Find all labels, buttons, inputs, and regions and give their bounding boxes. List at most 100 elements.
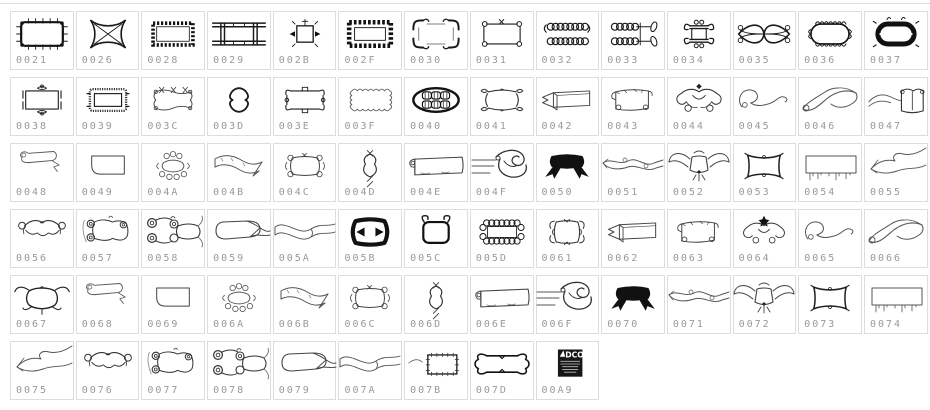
glyph-cell-006E: 006E	[469, 275, 534, 334]
glyph-code-label: 004C	[278, 187, 311, 198]
glyph-code-label: 0039	[81, 121, 114, 132]
winged-banner-glyph	[668, 144, 730, 188]
curvy-cartouche-glyph	[471, 78, 533, 122]
glyph-cell-0064: 0064	[732, 209, 797, 268]
glyph-code-label: 0056	[16, 253, 49, 264]
glyph-code-label: 004A	[147, 187, 180, 198]
ribbon-banner-glyph	[537, 78, 599, 122]
long-scroll-glyph	[471, 276, 533, 320]
horn-banner-glyph	[536, 276, 599, 320]
horned-cartouche-glyph	[11, 276, 73, 320]
glyph-cell-0059: 0059	[207, 209, 271, 268]
xo-lace-frame-glyph	[142, 78, 204, 122]
bold-cartouche-glyph	[339, 210, 401, 254]
glyph-code-label: 0029	[213, 55, 246, 66]
glyph-cell-0050: 0050	[535, 143, 600, 202]
glyph-cell-0035: 0035	[732, 11, 797, 70]
mini-scroll-frame-glyph	[668, 12, 730, 56]
glyph-cell-006C: 006C	[338, 275, 403, 334]
small-curl-banner-glyph	[77, 276, 139, 320]
hook-frame-glyph	[274, 78, 336, 122]
glyph-code-label: 0067	[16, 319, 49, 330]
coil-border-rect-glyph	[471, 210, 533, 254]
glyph-cell-005B: 005B	[338, 209, 403, 268]
glyph-cell-004F: 004F	[469, 143, 534, 202]
concave-frame-glyph	[734, 144, 796, 188]
curly-scroll-glyph	[799, 210, 861, 254]
glyph-cell-0040: 0040	[404, 77, 468, 136]
glyph-code-label: 002F	[344, 55, 377, 66]
glyph-cell-0074: 0074	[863, 275, 928, 334]
glyph-code-label: 005A	[278, 253, 311, 264]
glyph-code-label: 0031	[475, 55, 508, 66]
glyph-cell-006B: 006B	[272, 275, 337, 334]
wave-banner-glyph	[274, 210, 336, 254]
glyph-code-label: 0063	[672, 253, 705, 264]
glyph-code-label: 0079	[278, 385, 311, 396]
glyph-code-label: 0028	[147, 55, 180, 66]
glyph-code-label: 0074	[869, 319, 903, 330]
curly-scroll-glyph	[734, 78, 796, 122]
glyph-cell-0048: 0048	[10, 143, 74, 202]
glyph-cell-0067: 0067	[10, 275, 74, 334]
glyph-code-label: 0053	[738, 187, 771, 198]
glyph-cell-0052: 0052	[666, 143, 731, 202]
curl-frame-glyph	[11, 78, 73, 122]
glyph-code-label: 007B	[410, 385, 443, 396]
foundry-logo-glyph: DCO	[537, 342, 599, 386]
glyph-code-label: 0073	[804, 319, 837, 330]
glyph-cell-0030: 0030	[404, 11, 468, 70]
glyph-code-label: 004B	[213, 187, 246, 198]
flame-banner-glyph	[668, 276, 730, 320]
glyph-code-label: 0046	[804, 121, 837, 132]
glyph-code-label: 0059	[213, 253, 246, 264]
glyph-cell-003E: 003E	[272, 77, 337, 136]
bold-capsule-glyph	[865, 12, 927, 56]
spiral-banner-glyph	[142, 342, 204, 386]
glyph-code-label: 002B	[278, 55, 311, 66]
small-shield-glyph	[405, 276, 467, 320]
glyph-cell-0028: 0028	[141, 11, 206, 70]
flame-banner-glyph	[602, 144, 664, 188]
glyph-cell-004A: 004A	[141, 143, 206, 202]
crest-star-glyph	[734, 210, 796, 254]
glyph-cell-006D: 006D	[404, 275, 468, 334]
glyph-cell-002F: 002F	[338, 11, 403, 70]
lace-rect-glyph	[339, 12, 401, 56]
oval-links-glyph	[405, 78, 467, 122]
glyph-code-label: 005B	[344, 253, 377, 264]
glyph-code-label: 0045	[738, 121, 771, 132]
horn-banner-glyph	[471, 144, 533, 188]
folded-banner-glyph	[208, 144, 270, 188]
corner-brackets-glyph	[405, 12, 467, 56]
solid-ribbon-glyph	[537, 144, 599, 188]
loop-banner-glyph	[208, 210, 271, 254]
scroll-banner-glyph	[602, 78, 664, 122]
spiral-cluster-glyph	[208, 342, 270, 386]
loop-rect-glyph	[799, 12, 861, 56]
glyph-cell-004B: 004B	[207, 143, 271, 202]
glyph-code-label: 0054	[804, 187, 837, 198]
glyph-code-label: 0041	[475, 121, 508, 132]
glyph-code-label: 003C	[147, 121, 180, 132]
glyph-code-label: 0034	[672, 55, 705, 66]
glyph-code-label: 006A	[213, 319, 246, 330]
glyph-cell-003F: 003F	[338, 77, 403, 136]
glyph-code-label: 006F	[541, 319, 574, 330]
long-scroll-glyph	[405, 144, 467, 188]
glyph-code-label: 0057	[81, 253, 114, 264]
glyph-cell-0043: 0043	[601, 77, 665, 136]
glyph-cell-0063: 0063	[666, 209, 731, 268]
winged-banner-glyph	[733, 276, 796, 320]
glyph-cell-0032: 0032	[535, 11, 600, 70]
tick-frame-glyph	[11, 12, 73, 56]
glyph-code-label: 0044	[672, 121, 705, 132]
glyph-cell-0046: 0046	[798, 77, 862, 136]
glyph-code-label: 0052	[672, 187, 705, 198]
glyph-cell-0031: 0031	[469, 11, 534, 70]
glyph-code-label: 0069	[147, 319, 180, 330]
glyph-cell-0056: 0056	[10, 209, 74, 268]
glyph-cell-0070: 0070	[601, 275, 665, 334]
